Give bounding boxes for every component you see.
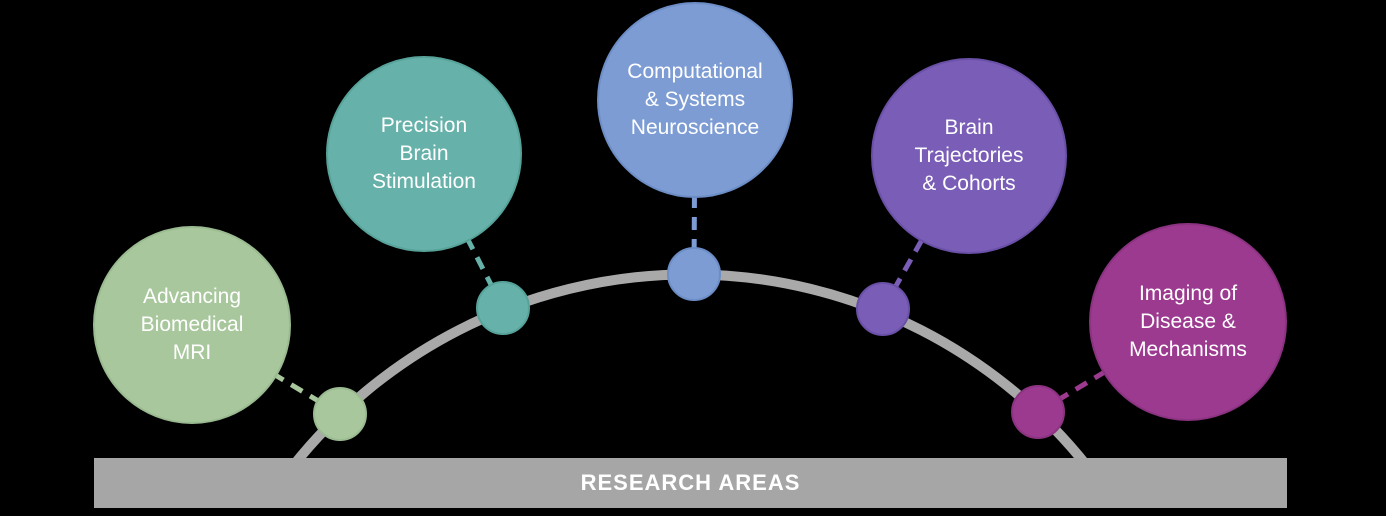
area-label-precision-brain-stimulation: Precision Brain Stimulation [372,114,476,193]
arc-node-advancing-biomedical-mri [313,387,367,441]
area-label-brain-trajectories-cohorts: Brain Trajectories & Cohorts [914,116,1024,195]
research-areas-bar: RESEARCH AREAS [94,458,1287,508]
connector-brain-trajectories-cohorts [880,154,972,311]
arc-node-imaging-of-disease-mechanisms [1011,385,1065,439]
area-circle-advancing-biomedical-mri: Advancing Biomedical MRI [93,226,291,424]
area-label-computational-systems-neuroscience: Computational & Systems Neuroscience [627,60,763,139]
area-circle-brain-trajectories-cohorts: Brain Trajectories & Cohorts [871,58,1067,254]
area-circle-precision-brain-stimulation: Precision Brain Stimulation [326,56,522,252]
area-circle-imaging-of-disease-mechanisms: Imaging of Disease & Mechanisms [1089,223,1287,421]
area-label-advancing-biomedical-mri: Advancing Biomedical MRI [140,285,244,364]
arc-node-brain-trajectories-cohorts [856,282,910,336]
arc-node-precision-brain-stimulation [476,281,530,335]
area-label-imaging-of-disease-mechanisms: Imaging of Disease & Mechanisms [1129,282,1247,361]
research-areas-title: RESEARCH AREAS [580,470,801,495]
timeline-arc [289,269,1091,470]
connector-computational-systems-neuroscience [691,99,698,275]
connector-imaging-of-disease-mechanisms [1036,319,1190,415]
area-circle-computational-systems-neuroscience: Computational & Systems Neuroscience [597,2,793,198]
arc-node-computational-systems-neuroscience [667,247,721,301]
